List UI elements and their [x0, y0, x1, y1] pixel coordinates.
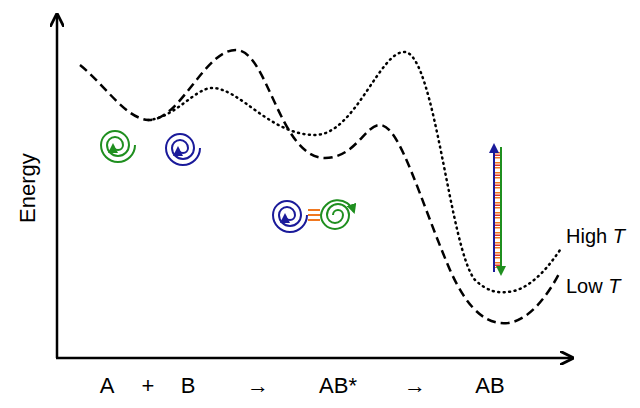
- green-strand: [500, 147, 502, 274]
- axis-title: Energy: [16, 153, 40, 223]
- blue-strand: [273, 201, 307, 232]
- green-strand: [101, 131, 135, 162]
- state-label: B: [181, 374, 196, 398]
- x-axis: [56, 357, 571, 360]
- low-t-curve: [80, 50, 560, 323]
- state-label: AB*: [319, 374, 357, 398]
- state-label: A: [100, 374, 115, 398]
- curve-label: High T: [566, 225, 625, 247]
- base-pairs: [494, 155, 501, 269]
- state-label: +: [142, 374, 155, 398]
- high-t-curve: [148, 52, 560, 292]
- blue-strand: [493, 145, 495, 272]
- blue-strand: [166, 134, 200, 165]
- green-strand: [321, 200, 354, 229]
- base-pairs: [308, 210, 320, 220]
- base-pairs: [494, 152, 501, 268]
- arrow-symbol: →: [404, 374, 426, 398]
- y-axis: [56, 16, 59, 358]
- arrow-symbol: →: [247, 374, 269, 398]
- curve-label: Low T: [566, 275, 620, 297]
- state-label: AB: [475, 374, 504, 398]
